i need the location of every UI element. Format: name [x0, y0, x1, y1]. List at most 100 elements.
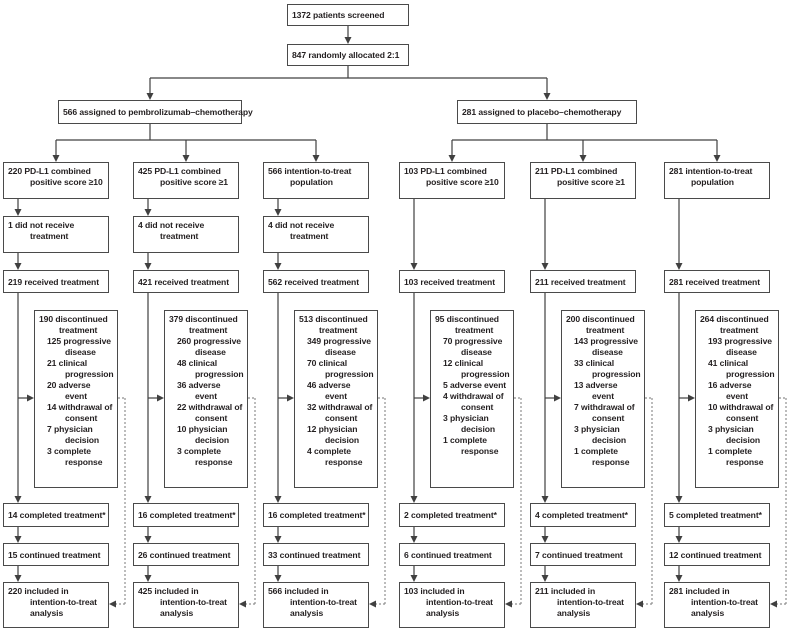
continued-box: 12 continued treatment	[664, 543, 770, 566]
subgroup-label: 281 intention-to-treat population	[669, 166, 753, 187]
subgroup-label: 425 PD-L1 combined positive score ≥1	[138, 166, 228, 187]
assigned-box-placebo: 281 assigned to placebo–chemotherapy	[457, 100, 637, 124]
discontinued-total: 200 discontinued treatment	[566, 314, 635, 335]
discontinued-box: 379 discontinued treatment 260 progressi…	[164, 310, 248, 488]
completed-box: 5 completed treatment*	[664, 503, 770, 527]
subgroup-box: 220 PD-L1 combined positive score ≥10	[3, 162, 109, 199]
discontinued-reason: 33 clinical progression	[574, 358, 641, 379]
subgroup-label: 103 PD-L1 combined positive score ≥10	[404, 166, 499, 187]
discontinued-reason: 12 clinical progression	[443, 358, 510, 379]
discontinued-total: 190 discontinued treatment	[39, 314, 108, 335]
itt-analysis-box: 103 included in intention-to-treat analy…	[399, 582, 505, 628]
discontinued-total: 379 discontinued treatment	[169, 314, 238, 335]
discontinued-reason: 22 withdrawal of consent	[177, 402, 243, 423]
continued-box: 15 continued treatment	[3, 543, 109, 566]
did-not-receive-label: 4 did not receive treatment	[268, 220, 335, 241]
discontinued-reason: 3 complete response	[177, 446, 233, 467]
discontinued-reason: 46 adverse event	[307, 380, 351, 401]
completed-box: 2 completed treatment*	[399, 503, 505, 527]
discontinued-reason: 143 progressive disease	[574, 336, 638, 357]
discontinued-reason: 4 withdrawal of consent	[443, 391, 504, 412]
discontinued-box: 513 discontinued treatment 349 progressi…	[294, 310, 378, 488]
continued-box: 6 continued treatment	[399, 543, 505, 566]
received-box: 281 received treatment	[664, 270, 770, 293]
discontinued-reason: 16 adverse event	[708, 380, 752, 401]
received-box: 211 received treatment	[530, 270, 636, 293]
discontinued-reason: 12 physician decision	[307, 424, 360, 445]
subgroup-box: 211 PD-L1 combined positive score ≥1	[530, 162, 636, 199]
allocated-box: 847 randomly allocated 2:1	[287, 44, 409, 66]
itt-analysis-box: 425 included in intention-to-treat analy…	[133, 582, 239, 628]
discontinued-reason: 10 withdrawal of consent	[708, 402, 774, 423]
itt-label: 211 included in intention-to-treat analy…	[535, 586, 624, 618]
discontinued-reason: 32 withdrawal of consent	[307, 402, 373, 423]
itt-label: 281 included in intention-to-treat analy…	[669, 586, 758, 618]
discontinued-reason: 36 adverse event	[177, 380, 221, 401]
itt-label: 103 included in intention-to-treat analy…	[404, 586, 493, 618]
continued-box: 7 continued treatment	[530, 543, 636, 566]
did-not-receive-box: 1 did not receive treatment	[3, 216, 109, 253]
received-box: 421 received treatment	[133, 270, 239, 293]
completed-box: 16 completed treatment*	[133, 503, 239, 527]
discontinued-reason: 10 physician decision	[177, 424, 230, 445]
discontinued-reason: 5 adverse event	[443, 380, 506, 390]
discontinued-reason: 48 clinical progression	[177, 358, 244, 379]
discontinued-reason: 70 clinical progression	[307, 358, 374, 379]
discontinued-reason: 1 complete response	[574, 446, 630, 467]
discontinued-reason: 20 adverse event	[47, 380, 91, 401]
discontinued-box: 95 discontinued treatment 70 progressive…	[430, 310, 514, 488]
discontinued-total: 95 discontinued treatment	[435, 314, 499, 335]
discontinued-reason: 193 progressive disease	[708, 336, 772, 357]
did-not-receive-label: 1 did not receive treatment	[8, 220, 75, 241]
assigned-box-pembrolizumab: 566 assigned to pembrolizumab–chemothera…	[58, 100, 253, 124]
discontinued-total: 264 discontinued treatment	[700, 314, 769, 335]
subgroup-box: 103 PD-L1 combined positive score ≥10	[399, 162, 505, 199]
discontinued-reason: 14 withdrawal of consent	[47, 402, 113, 423]
discontinued-reason: 1 complete response	[708, 446, 764, 467]
continued-box: 33 continued treatment	[263, 543, 369, 566]
subgroup-label: 211 PD-L1 combined positive score ≥1	[535, 166, 625, 187]
discontinued-reason: 3 physician decision	[443, 413, 496, 434]
subgroup-box: 566 intention-to-treat population	[263, 162, 369, 199]
discontinued-reason: 3 physician decision	[708, 424, 761, 445]
completed-box: 14 completed treatment*	[3, 503, 109, 527]
discontinued-total: 513 discontinued treatment	[299, 314, 368, 335]
discontinued-reason: 4 complete response	[307, 446, 363, 467]
discontinued-reason: 1 complete response	[443, 435, 499, 456]
continued-box: 26 continued treatment	[133, 543, 239, 566]
discontinued-box: 200 discontinued treatment 143 progressi…	[561, 310, 645, 488]
discontinued-reason: 7 withdrawal of consent	[574, 402, 635, 423]
completed-box: 16 completed treatment*	[263, 503, 369, 527]
discontinued-reason: 260 progressive disease	[177, 336, 241, 357]
discontinued-reason: 125 progressive disease	[47, 336, 111, 357]
received-box: 103 received treatment	[399, 270, 505, 293]
discontinued-reason: 7 physician decision	[47, 424, 100, 445]
received-box: 562 received treatment	[263, 270, 369, 293]
discontinued-reason: 13 adverse event	[574, 380, 618, 401]
discontinued-reason: 70 progressive disease	[443, 336, 503, 357]
itt-analysis-box: 566 included in intention-to-treat analy…	[263, 582, 369, 628]
screened-box: 1372 patients screened	[287, 4, 409, 26]
completed-box: 4 completed treatment*	[530, 503, 636, 527]
itt-label: 220 included in intention-to-treat analy…	[8, 586, 97, 618]
did-not-receive-label: 4 did not receive treatment	[138, 220, 205, 241]
discontinued-reason: 21 clinical progression	[47, 358, 114, 379]
discontinued-reason: 349 progressive disease	[307, 336, 371, 357]
itt-analysis-box: 211 included in intention-to-treat analy…	[530, 582, 636, 628]
subgroup-label: 220 PD-L1 combined positive score ≥10	[8, 166, 103, 187]
itt-analysis-box: 281 included in intention-to-treat analy…	[664, 582, 770, 628]
discontinued-box: 190 discontinued treatment 125 progressi…	[34, 310, 118, 488]
discontinued-reason: 3 complete response	[47, 446, 103, 467]
did-not-receive-box: 4 did not receive treatment	[263, 216, 369, 253]
discontinued-reason: 41 clinical progression	[708, 358, 775, 379]
itt-analysis-box: 220 included in intention-to-treat analy…	[3, 582, 109, 628]
discontinued-reason: 3 physician decision	[574, 424, 627, 445]
subgroup-box: 425 PD-L1 combined positive score ≥1	[133, 162, 239, 199]
itt-label: 566 included in intention-to-treat analy…	[268, 586, 357, 618]
did-not-receive-box: 4 did not receive treatment	[133, 216, 239, 253]
subgroup-box: 281 intention-to-treat population	[664, 162, 770, 199]
itt-label: 425 included in intention-to-treat analy…	[138, 586, 227, 618]
received-box: 219 received treatment	[3, 270, 109, 293]
